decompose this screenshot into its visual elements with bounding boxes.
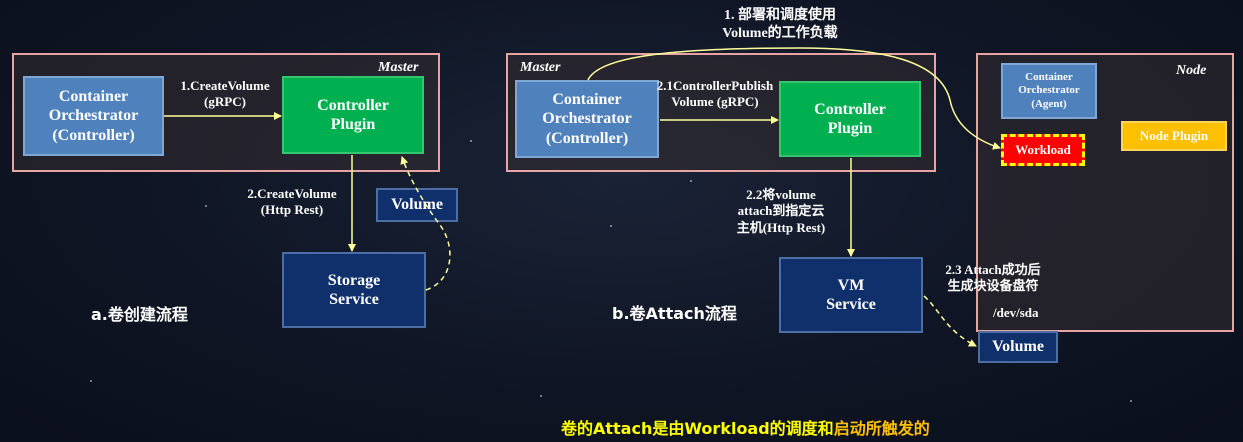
left-volume-label: Volume: [391, 196, 443, 214]
left-controller-plugin-box: Controller Plugin: [282, 76, 424, 154]
right-step22-label: 2.2将volume attach到指定云 主机(Http Rest): [718, 187, 844, 236]
star-decoration: [90, 380, 92, 382]
footer-part1: 卷的Attach是由Workload的调度和: [561, 419, 834, 438]
footer-part2: 启动所触发的: [833, 419, 930, 438]
star-decoration: [610, 225, 612, 227]
star-decoration: [205, 205, 207, 207]
workload-box: Workload: [1001, 134, 1085, 166]
left-plugin-line1: Controller: [317, 96, 389, 114]
right-step23-line2: 生成块设备盘符: [947, 278, 1039, 294]
right-plugin-line1: Controller: [814, 100, 886, 118]
storage-line2: Service: [329, 291, 379, 308]
dev-sda-label: /dev/sda: [993, 305, 1039, 320]
right-step21-line2: Volume (gRPC): [671, 94, 759, 110]
left-master-label: Master: [378, 60, 419, 75]
left-step2-line1: 2.CreateVolume: [247, 186, 337, 201]
left-orchestrator-line3: (Controller): [52, 126, 135, 144]
right-orchestrator-box: Container Orchestrator (Controller): [515, 80, 659, 158]
star-decoration: [690, 180, 692, 182]
vm-line2: Service: [826, 296, 876, 313]
arrow-right-deploy-workload: [587, 47, 1001, 150]
right-controller-plugin-box: Controller Plugin: [779, 81, 921, 157]
right-step23-label: 2.3 Attach成功后 生成块设备盘符: [930, 262, 1056, 295]
star-decoration: [470, 140, 472, 142]
vm-service-box: VM Service: [779, 257, 923, 333]
arrow-right-generate-device: [923, 295, 977, 347]
right-step21-label: 2.1ControllerPublish Volume (gRPC): [650, 78, 780, 111]
left-step1-line1: 1.CreateVolume: [180, 78, 270, 93]
left-orchestrator-box: Container Orchestrator (Controller): [23, 76, 164, 156]
star-decoration: [1130, 400, 1132, 402]
footer-text: 卷的Attach是由Workload的调度和启动所触发的: [561, 415, 930, 439]
agent-line3: (Agent): [1031, 97, 1067, 110]
vm-line1: VM: [837, 276, 865, 294]
arrow-left-volume-return: [400, 156, 451, 291]
star-decoration: [540, 395, 542, 397]
node-agent-box: Container Orchestrator (Agent): [1001, 63, 1097, 119]
agent-line2: Orchestrator: [1018, 84, 1080, 97]
right-step1-line1: 1. 部署和调度使用: [724, 8, 836, 23]
right-step22-line3: 主机(Http Rest): [736, 219, 826, 235]
right-step1-label: 1. 部署和调度使用 Volume的工作负载: [700, 7, 860, 42]
agent-line1: Container: [1025, 71, 1073, 84]
right-step1-line2: Volume的工作负载: [722, 25, 838, 41]
node-plugin-box: Node Plugin: [1121, 121, 1227, 151]
left-step1-line2: (gRPC): [204, 94, 246, 110]
right-orchestrator-line1: Container: [552, 91, 622, 109]
left-caption: a.卷创建流程: [91, 305, 188, 324]
left-step2-label: 2.CreateVolume (Http Rest): [237, 186, 347, 219]
right-master-label: Master: [520, 60, 561, 75]
storage-line1: Storage: [327, 271, 381, 289]
node-plugin-label: Node Plugin: [1139, 128, 1209, 144]
right-orchestrator-line2: Orchestrator: [542, 110, 632, 128]
right-orchestrator-line3: (Controller): [545, 129, 629, 147]
right-step21-line1: 2.1ControllerPublish: [656, 78, 774, 93]
left-step2-line2: (Http Rest): [260, 202, 324, 218]
node-label: Node: [1176, 63, 1207, 78]
storage-service-box: Storage Service: [282, 252, 426, 328]
left-step1-label: 1.CreateVolume (gRPC): [170, 78, 280, 111]
left-plugin-line2: Plugin: [330, 116, 376, 133]
right-step23-line1: 2.3 Attach成功后: [945, 262, 1041, 277]
workload-label: Workload: [1015, 142, 1071, 158]
right-volume-label: Volume: [992, 338, 1044, 356]
right-caption: b.卷Attach流程: [612, 304, 737, 323]
right-plugin-line2: Plugin: [827, 120, 873, 137]
right-step22-line2: attach到指定云: [737, 203, 825, 219]
left-orchestrator-line2: Orchestrator: [48, 107, 139, 125]
left-volume-box: Volume: [376, 188, 458, 222]
right-step22-line1: 2.2将volume: [746, 187, 816, 202]
left-orchestrator-line1: Container: [58, 88, 129, 106]
right-volume-box: Volume: [978, 331, 1058, 363]
